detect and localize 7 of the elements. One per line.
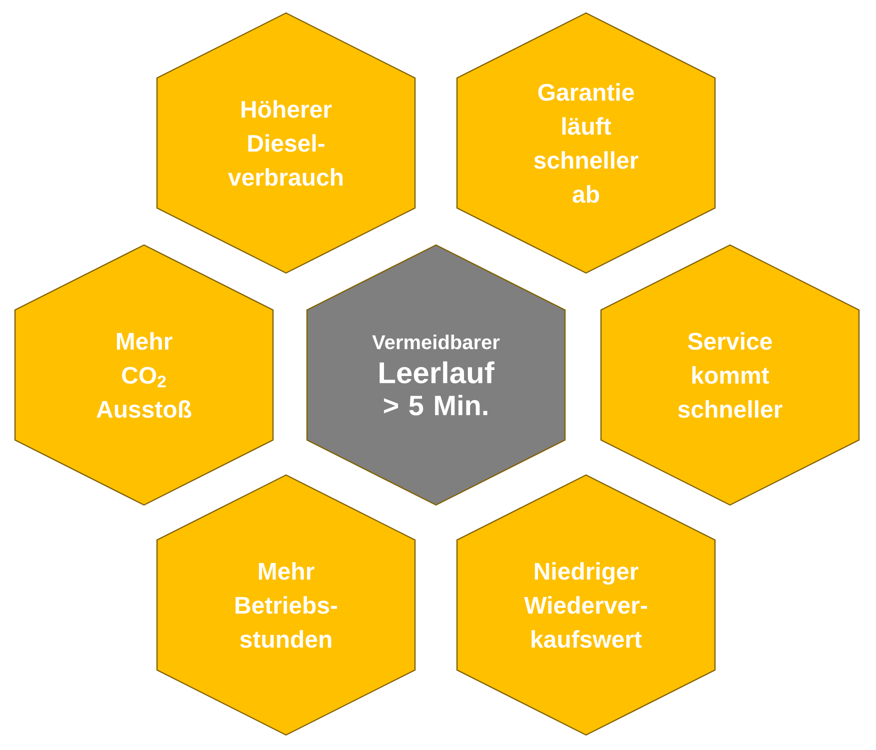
hexagon: Mehr Betriebs- stunden [156,474,416,736]
hexagon: Vermeidbarer Leerlauf > 5 Min. [306,244,566,506]
hexagon: Mehr CO$_{2}$ Ausstoß [14,244,274,506]
hexagon: Garantie läuft schneller ab [456,12,716,274]
hexagon: Service kommt schneller [600,244,860,506]
hexagon: Höherer Diesel- verbrauch [156,12,416,274]
hexagon: Niedriger Wiederver- kaufswert [456,474,716,736]
